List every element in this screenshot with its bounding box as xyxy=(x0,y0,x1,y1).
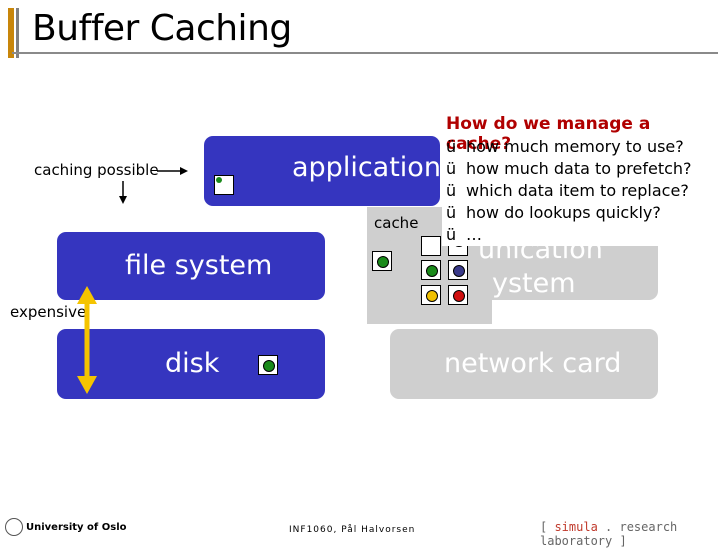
application-label: application xyxy=(292,152,441,183)
expensive-arrow-up-head xyxy=(77,286,97,304)
cache-block xyxy=(372,251,392,271)
application-box xyxy=(204,136,440,206)
cache-block xyxy=(421,260,441,280)
footer-university: University of Oslo xyxy=(26,522,127,533)
network-card-box xyxy=(390,329,658,399)
red-dot-icon xyxy=(453,290,465,302)
caching-down-arrowhead xyxy=(119,196,127,204)
callout-item: how much memory to use? xyxy=(466,137,684,156)
check-icon: ü xyxy=(446,203,457,222)
check-icon: ü xyxy=(446,225,457,244)
caching-possible-label: caching possible xyxy=(34,161,159,179)
green-dot-icon xyxy=(426,265,438,277)
callout-box xyxy=(442,110,720,246)
title-accent-bar xyxy=(8,8,14,58)
footer-simula-logo: [ simula . research laboratory ] xyxy=(540,520,720,548)
green-dot-icon xyxy=(216,177,222,183)
cache-block xyxy=(448,285,468,305)
disk-label: disk xyxy=(165,348,220,379)
check-icon: ü xyxy=(446,159,457,178)
callout-item: how much data to prefetch? xyxy=(466,159,692,178)
yellow-dot-icon xyxy=(426,290,438,302)
check-icon: ü xyxy=(446,181,457,200)
title-accent-bar-secondary xyxy=(16,8,19,58)
check-icon: ü xyxy=(446,137,457,156)
application-data-block xyxy=(214,175,234,195)
expensive-arrow-down-head xyxy=(77,376,97,394)
green-dot-icon xyxy=(263,360,275,372)
callout-item: … xyxy=(466,225,482,244)
callout-item: which data item to replace? xyxy=(466,181,689,200)
navy-dot-icon xyxy=(453,265,465,277)
title-underline xyxy=(12,52,718,54)
footer-course: INF1060, Pål Halvorsen xyxy=(289,525,416,535)
slide-title: Buffer Caching xyxy=(32,8,292,49)
expensive-label: expensive xyxy=(10,303,87,321)
cache-block xyxy=(421,236,441,256)
disk-box xyxy=(57,329,325,399)
cache-label: cache xyxy=(374,214,419,232)
university-seal-icon xyxy=(5,518,23,536)
file-system-label: file system xyxy=(125,250,273,281)
cache-block xyxy=(421,285,441,305)
simula-prefix: [ xyxy=(540,520,555,534)
network-card-label: network card xyxy=(444,348,622,379)
file-system-box xyxy=(57,232,325,300)
callout-item: how do lookups quickly? xyxy=(466,203,661,222)
communication-system-label-line2: ystem xyxy=(492,268,576,299)
cache-block xyxy=(448,260,468,280)
simula-name: simula xyxy=(554,520,598,534)
caching-right-arrowhead xyxy=(180,167,188,175)
callout-title: How do we manage a cache? xyxy=(446,114,651,154)
green-dot-icon xyxy=(377,256,389,268)
disk-data-block xyxy=(258,355,278,375)
